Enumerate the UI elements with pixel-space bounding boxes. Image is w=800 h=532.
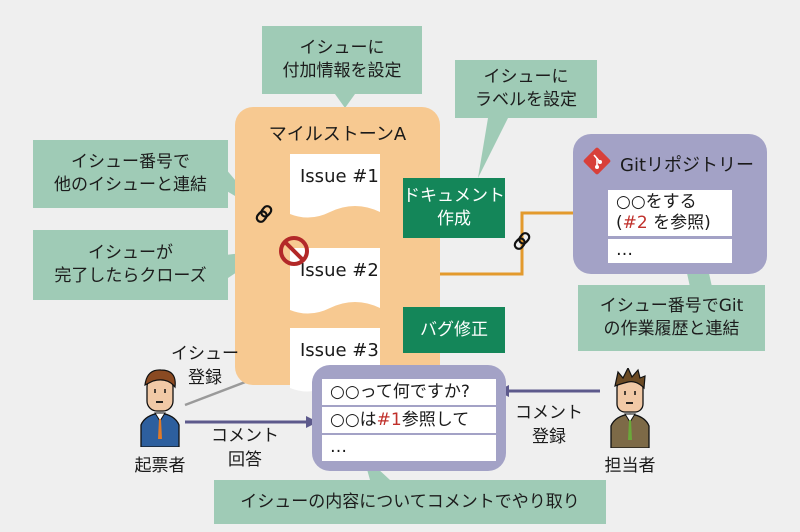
git-commit-more: … <box>608 239 732 263</box>
note-attach-info: イシューに 付加情報を設定 <box>262 26 422 94</box>
issue-wave-2 <box>290 300 380 314</box>
comment-more: … <box>322 435 496 461</box>
note-link-issues: イシュー番号で 他のイシューと連結 <box>33 140 228 208</box>
git-logo-icon <box>583 147 611 175</box>
assignee-avatar-icon <box>610 368 650 448</box>
issue-label: Issue #3 <box>300 340 379 361</box>
pointer-set-label <box>478 118 508 178</box>
note-comment-exchange: イシューの内容についてコメントでやり取り <box>214 480 606 524</box>
issue-ref-1[interactable]: #1 <box>376 410 402 430</box>
reporter-avatar-icon <box>140 369 180 447</box>
milestone-title: マイルストーンA <box>268 124 407 145</box>
issue-card-1[interactable]: Issue #1 <box>290 154 380 206</box>
pointer-attach-info <box>335 94 355 108</box>
label-document[interactable]: ドキュメント 作成 <box>403 178 505 238</box>
comment-item-1[interactable]: ○○って何ですか? <box>322 379 496 405</box>
git-commit-entry[interactable]: ○○をする (#2 を参照) <box>608 190 732 236</box>
git-repository-title: Gitリポジトリー <box>620 155 755 176</box>
caption-comment-register: コメント 登録 <box>515 403 583 447</box>
label-bug-fix[interactable]: バグ修正 <box>403 307 505 353</box>
commit-message: ○○をする <box>616 192 697 212</box>
comment-item-2[interactable]: ○○は#1参照して <box>322 407 496 433</box>
caption-register-issue: イシュー 登録 <box>171 344 239 388</box>
note-close-issue: イシューが 完了したらクローズ <box>33 230 228 300</box>
issue-ref-2[interactable]: #2 <box>622 213 648 233</box>
caption-comment-reply: コメント 回答 <box>211 426 279 470</box>
issue-label: Issue #1 <box>300 166 379 187</box>
chain-link-icon <box>255 205 273 223</box>
commit-reference: (#2 を参照) <box>616 213 711 233</box>
issue-label: Issue #2 <box>300 260 379 281</box>
chain-link-icon <box>513 232 531 250</box>
closed-prohibited-icon <box>279 236 309 266</box>
note-link-git: イシュー番号でGit の作業履歴と連結 <box>578 285 765 351</box>
reporter-label: 起票者 <box>134 456 186 476</box>
issue-wave-1 <box>290 206 380 218</box>
assignee-label: 担当者 <box>604 456 656 476</box>
note-set-label: イシューに ラベルを設定 <box>455 60 597 118</box>
